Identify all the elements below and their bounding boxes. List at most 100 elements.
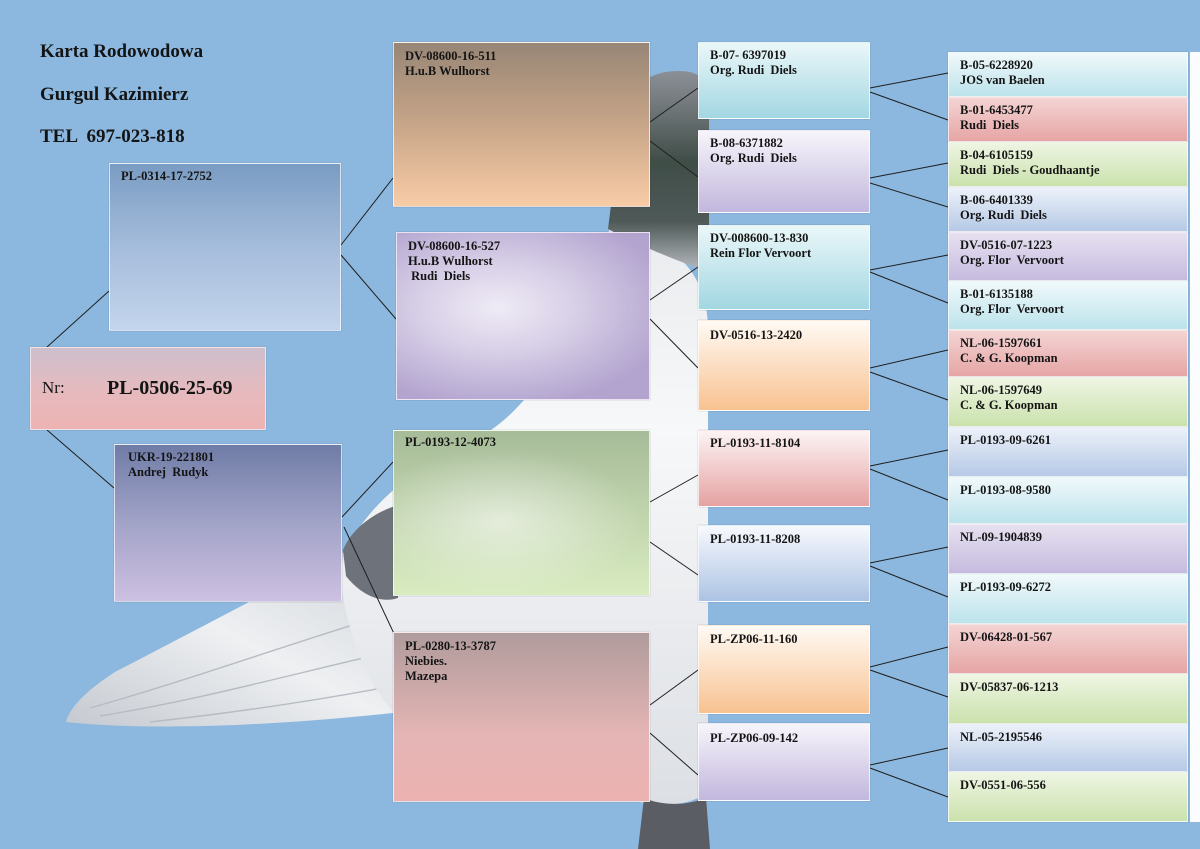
great-great-grandparent-box: NL-06-1597661 C. & G. Koopman bbox=[948, 330, 1188, 377]
connector-line bbox=[869, 371, 949, 401]
connector-line bbox=[340, 177, 394, 246]
great-great-grandparent-box: B-04-6105159 Rudi Diels - Goudhaantje bbox=[948, 142, 1188, 187]
ring-number: DV-008600-13-830 bbox=[710, 231, 809, 245]
ring-number: PL-ZP06-09-142 bbox=[710, 731, 799, 745]
great-grandparent-box: PL-0193-11-8208 bbox=[698, 525, 870, 602]
connector-line bbox=[869, 182, 949, 208]
ring-number: PL-0193-11-8104 bbox=[710, 436, 801, 450]
connector-line bbox=[343, 526, 398, 641]
breeder-name: H.u.B Wulhorst bbox=[405, 64, 490, 78]
subject-ring-number: PL-0506-25-69 bbox=[107, 377, 233, 399]
breeder-name: Rudi Diels - Goudhaantje bbox=[960, 163, 1100, 177]
ring-number: NL-06-1597661 bbox=[960, 336, 1042, 350]
connector-line bbox=[46, 290, 110, 348]
maternal-grandsire-box: PL-0193-12-4073 bbox=[393, 430, 650, 596]
ring-number: B-07- 6397019 bbox=[710, 48, 787, 62]
connector-line bbox=[869, 449, 949, 467]
connector-line bbox=[341, 461, 394, 518]
ring-number: PL-0280-13-3787 bbox=[405, 639, 496, 653]
connector-line bbox=[649, 669, 699, 706]
ring-number: UKR-19-221801 bbox=[128, 450, 215, 464]
pedigree-title: Karta Rodowodowa bbox=[40, 41, 204, 62]
ring-number: DV-08600-16-527 bbox=[408, 239, 501, 253]
connector-line bbox=[649, 87, 699, 123]
great-grandparent-box: PL-ZP06-11-160 bbox=[698, 625, 870, 714]
great-grandparent-box: B-08-6371882 Org. Rudi Diels bbox=[698, 130, 870, 213]
great-great-grandparent-box: NL-09-1904839 bbox=[948, 524, 1188, 574]
great-grandparent-box: PL-ZP06-09-142 bbox=[698, 723, 870, 801]
breeder-name: C. & G. Koopman bbox=[960, 398, 1058, 412]
ring-number: PL-ZP06-11-160 bbox=[710, 632, 798, 646]
ring-number: DV-06428-01-567 bbox=[960, 630, 1053, 644]
great-great-grandparent-box: DV-05837-06-1213 bbox=[948, 674, 1188, 724]
ring-number: NL-09-1904839 bbox=[960, 530, 1042, 544]
connector-line bbox=[869, 162, 949, 179]
ring-number: DV-05837-06-1213 bbox=[960, 680, 1059, 694]
owner-phone: TEL 697-023-818 bbox=[40, 126, 185, 147]
great-great-grandparent-box: B-06-6401339 Org. Rudi Diels bbox=[948, 187, 1188, 232]
great-great-grandparent-box: B-05-6228920 JOS van Baelen bbox=[948, 52, 1188, 97]
ring-number: B-04-6105159 bbox=[960, 148, 1033, 162]
breeder-name: Org. Flor Vervoort bbox=[960, 253, 1064, 267]
great-great-grandparent-box: DV-0551-06-556 bbox=[948, 772, 1188, 822]
ring-number: DV-0551-06-556 bbox=[960, 778, 1046, 792]
great-grandparent-box: B-07- 6397019 Org. Rudi Diels bbox=[698, 42, 870, 119]
connector-line bbox=[46, 429, 115, 489]
connector-line bbox=[869, 669, 949, 698]
connector-line bbox=[649, 732, 699, 776]
ring-number: B-01-6135188 bbox=[960, 287, 1033, 301]
connector-line bbox=[869, 468, 949, 501]
ring-number: NL-05-2195546 bbox=[960, 730, 1042, 744]
ring-number: DV-08600-16-511 bbox=[405, 49, 497, 63]
connector-line bbox=[869, 646, 949, 668]
breeder-name: Rein Flor Vervoort bbox=[710, 246, 812, 260]
ring-number: PL-0193-11-8208 bbox=[710, 532, 801, 546]
connector-line bbox=[869, 271, 949, 304]
ring-number: B-08-6371882 bbox=[710, 136, 783, 150]
great-great-grandparent-box: PL-0193-09-6261 bbox=[948, 427, 1188, 477]
page-edge-strip bbox=[1190, 52, 1200, 822]
great-grandparent-box: DV-008600-13-830 Rein Flor Vervoort bbox=[698, 225, 870, 310]
subject-label: Nr: bbox=[42, 378, 65, 397]
breeder-name: Org. Rudi Diels bbox=[710, 151, 797, 165]
ring-number: B-06-6401339 bbox=[960, 193, 1033, 207]
ring-number: PL-0193-08-9580 bbox=[960, 483, 1051, 497]
great-great-grandparent-box: B-01-6135188 Org. Flor Vervoort bbox=[948, 281, 1188, 330]
breeder-name: Org. Flor Vervoort bbox=[960, 302, 1064, 316]
breeder-name: Org. Rudi Diels bbox=[960, 208, 1047, 222]
dam-box: UKR-19-221801 Andrej Rudyk bbox=[114, 444, 342, 602]
great-great-grandparent-box: DV-06428-01-567 bbox=[948, 624, 1188, 674]
great-grandparent-box: PL-0193-11-8104 bbox=[698, 430, 870, 507]
breeder-name: C. & G. Koopman bbox=[960, 351, 1058, 365]
great-great-grandparent-box: B-01-6453477 Rudi Diels bbox=[948, 97, 1188, 142]
subject-box: Nr: PL-0506-25-69 bbox=[30, 347, 266, 430]
ring-number: NL-06-1597649 bbox=[960, 383, 1042, 397]
breeder-name: Mazepa bbox=[405, 669, 448, 683]
connector-line bbox=[869, 91, 949, 121]
breeder-name: Rudi Diels bbox=[408, 269, 471, 283]
ring-number: PL-0193-12-4073 bbox=[405, 435, 496, 449]
connector-line bbox=[869, 254, 949, 271]
owner-name: Gurgul Kazimierz bbox=[40, 84, 189, 105]
connector-line bbox=[869, 747, 949, 766]
great-great-grandparent-box: NL-06-1597649 C. & G. Koopman bbox=[948, 377, 1188, 427]
connector-line bbox=[649, 541, 699, 576]
sire-box: PL-0314-17-2752 bbox=[109, 163, 341, 331]
great-great-grandparent-box: DV-0516-07-1223 Org. Flor Vervoort bbox=[948, 232, 1188, 281]
pigeon-legs bbox=[638, 797, 710, 849]
ring-number: PL-0314-17-2752 bbox=[121, 169, 212, 183]
great-great-grandparent-box: PL-0193-08-9580 bbox=[948, 477, 1188, 524]
pigeon-wing-shadow bbox=[343, 505, 398, 600]
connector-line bbox=[649, 318, 699, 369]
great-grandparent-box: DV-0516-13-2420 bbox=[698, 320, 870, 411]
connector-line bbox=[869, 767, 949, 798]
connector-line bbox=[869, 72, 949, 89]
connector-line bbox=[649, 140, 699, 178]
breeder-name: Andrej Rudyk bbox=[128, 465, 209, 479]
connector-line bbox=[869, 565, 949, 598]
breeder-name: Rudi Diels bbox=[960, 118, 1020, 132]
great-great-grandparent-box: NL-05-2195546 bbox=[948, 724, 1188, 772]
connector-line bbox=[869, 349, 949, 369]
breeder-name: Org. Rudi Diels bbox=[710, 63, 797, 77]
